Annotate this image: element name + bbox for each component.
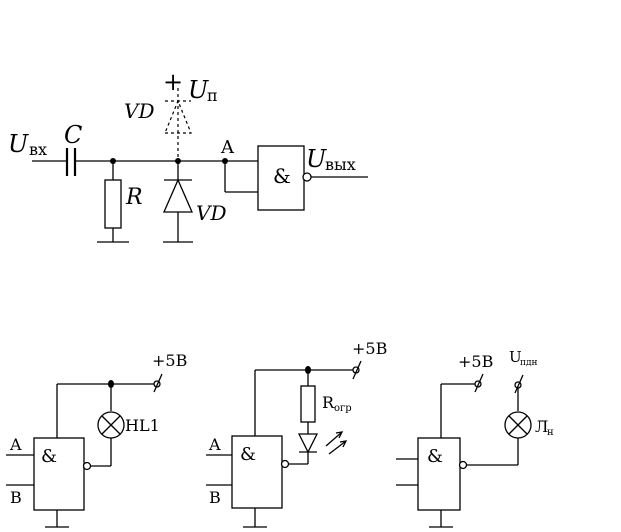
- bm-led-arrowhead-1: [335, 431, 344, 439]
- diode-top-label: VD: [124, 99, 154, 123]
- bm-led-arrowhead-2: [339, 440, 348, 448]
- bm-supply-label: +5В: [352, 339, 387, 358]
- bm-input-b-label: B: [209, 488, 221, 507]
- bm-led-triangle: [297, 433, 319, 454]
- top-circuit: U вх C R VD VD + U п: [8, 68, 368, 243]
- br-gate-inverter-bubble: [458, 460, 468, 470]
- bm-gate-inverter-bubble: [280, 459, 290, 469]
- supply-voltage-subscript: п: [207, 86, 218, 105]
- bottom-right-circuit: +5В U пдн Л н &: [396, 348, 554, 528]
- bm-resistor-label: R: [322, 393, 335, 412]
- diode-top-triangle: [164, 99, 192, 134]
- bottom-middle-circuit: +5В R огр & A B: [206, 339, 387, 528]
- bl-supply-label: +5В: [152, 351, 187, 370]
- br-and-gate: [417, 437, 461, 511]
- output-voltage-label: U: [306, 145, 327, 173]
- bm-resistor-subscript: огр: [334, 403, 352, 414]
- diode-bottom-triangle: [163, 178, 193, 213]
- bl-junction-dot: [108, 380, 114, 388]
- br-lamp-supply-label: U: [509, 348, 522, 366]
- bl-gate-symbol: &: [41, 446, 57, 467]
- bm-and-gate: [231, 435, 283, 509]
- br-lamp-subscript: н: [547, 427, 554, 438]
- br-lamp-supply-tick: [514, 374, 524, 394]
- resistor-label: R: [125, 185, 143, 210]
- supply-voltage-label: U: [188, 76, 209, 104]
- br-lamp-supply-subscript: пдн: [520, 358, 538, 368]
- bl-supply-tick: [153, 373, 163, 393]
- bm-gate-symbol: &: [240, 444, 256, 465]
- bm-led-arrow-2: [328, 440, 347, 455]
- top-gate-inverter-bubble: [302, 172, 312, 182]
- br-lamp-cross-2: [508, 415, 528, 435]
- bl-input-a-label: A: [9, 435, 22, 454]
- bm-led-arrow-1: [325, 431, 343, 447]
- bm-supply-tick: [352, 360, 362, 380]
- bm-junction-dot: [305, 366, 311, 374]
- top-gate-symbol: &: [273, 164, 291, 188]
- bl-lamp-cross-2: [101, 415, 121, 435]
- input-voltage-label: U: [8, 130, 29, 158]
- output-voltage-subscript: вых: [325, 155, 356, 174]
- bl-input-b-label: B: [10, 488, 22, 507]
- bl-and-gate: [33, 437, 85, 511]
- br-supply-tick: [474, 373, 484, 393]
- br-gate-symbol: &: [427, 446, 443, 467]
- node-a-label: A: [220, 137, 235, 158]
- br-lamp-label: Л: [535, 417, 548, 436]
- diode-bottom-label: VD: [196, 201, 226, 225]
- br-supply-label: +5В: [458, 352, 493, 371]
- bm-input-a-label: A: [208, 435, 221, 454]
- resistor-r: [104, 179, 122, 229]
- bottom-left-circuit: +5В HL1 & A B: [6, 351, 187, 528]
- capacitor-label: C: [64, 121, 82, 149]
- bl-lamp-label: HL1: [125, 416, 160, 435]
- input-voltage-subscript: вх: [29, 140, 47, 159]
- bl-gate-inverter-bubble: [82, 461, 92, 471]
- bm-resistor: [300, 385, 316, 423]
- supply-plus-sign: +: [163, 68, 183, 96]
